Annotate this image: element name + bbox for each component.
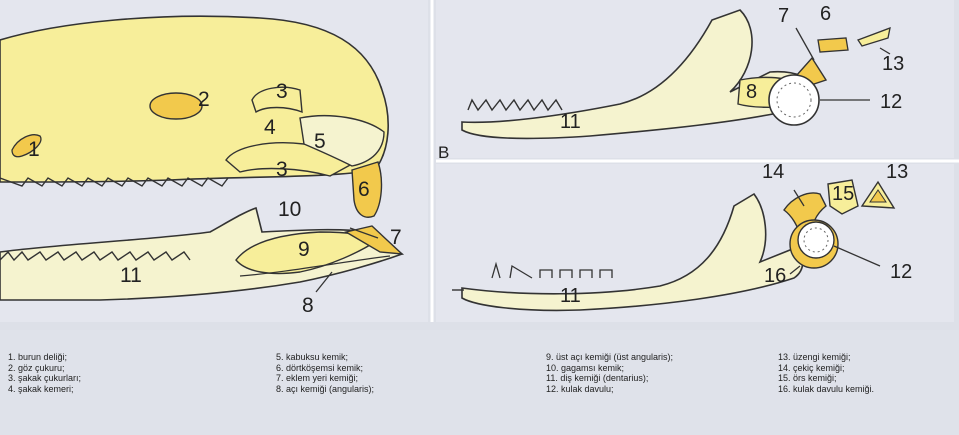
legend-panel: 1. burun deliği; 2. göz çukuru; 3. şakak…	[0, 330, 959, 435]
temporal-opening-upper	[251, 86, 303, 114]
label-b-bottom-13: 13	[886, 161, 908, 183]
label-a-9: 9	[298, 238, 310, 261]
squamosal-shape	[299, 115, 385, 167]
legend-item-11: 11. diş kemiği (dentarius);	[546, 373, 649, 384]
b-bottom-incus	[827, 179, 859, 215]
pointer-16	[789, 265, 801, 275]
b-bottom-eardrum-inner	[803, 227, 829, 253]
angular-suture	[239, 255, 391, 277]
label-b-top-12: 12	[880, 91, 902, 113]
b-top-teeth	[467, 98, 563, 112]
legend-item-8: 8. açı kemiği (angularis);	[276, 383, 375, 394]
label-b-bottom-15: 15	[832, 183, 854, 205]
legend-column-3: 9. üst açı kemiği (üst angularis); 10. g…	[546, 352, 673, 394]
label-a-5: 5	[314, 130, 326, 153]
label-b-top-8: 8	[746, 81, 757, 103]
b-top-quadrate	[817, 37, 849, 53]
label-a-6: 6	[358, 178, 370, 201]
b-bottom-teeth	[491, 261, 613, 279]
label-b-top-7: 7	[778, 5, 789, 27]
label-a-11: 11	[120, 264, 142, 287]
articular-shape	[344, 225, 404, 255]
legend-item-7: 7. eklem yeri kemiği;	[276, 373, 359, 384]
label-b-bottom-14: 14	[762, 161, 784, 183]
quadrate-shape	[351, 161, 383, 218]
label-b-top-11: 11	[560, 111, 581, 133]
legend-item-3: 3. şakak çukurları;	[8, 373, 82, 384]
b-top-stapes	[857, 26, 891, 47]
legend-item-10: 10. gagamsı kemik;	[546, 362, 625, 373]
b-bottom-jaw	[461, 192, 804, 312]
label-a-4: 4	[264, 116, 276, 139]
label-a-1: 1	[28, 138, 40, 161]
b-bottom-eardrum	[797, 221, 835, 259]
legend-item-5: 5. kabuksu kemik;	[276, 352, 349, 362]
legend-item-15: 15. örs kemiği;	[778, 373, 837, 384]
upper-teeth	[0, 177, 229, 187]
label-a-3-upper: 3	[276, 80, 288, 103]
label-b-top-6: 6	[820, 3, 831, 25]
legend-item-9: 9. üst açı kemiği (üst angularis);	[546, 352, 674, 362]
legend-item-13: 13. üzengi kemiği;	[778, 352, 851, 362]
legend-item-4: 4. şakak kemeri;	[8, 383, 74, 394]
legend-item-12: 12. kulak davulu;	[546, 383, 614, 394]
legend-column-2: 5. kabuksu kemik; 6. dörtköşemsi kemik; …	[276, 352, 374, 394]
nostril-shape	[11, 134, 42, 158]
label-a-8: 8	[302, 294, 314, 317]
b-top-eardrum-inner	[776, 82, 812, 118]
label-a-2: 2	[198, 88, 210, 111]
pointer-7-a	[349, 227, 379, 239]
pointer-13-b-top	[879, 47, 891, 55]
pointer-12-b-bottom	[833, 245, 881, 267]
label-b-top-13: 13	[882, 53, 904, 75]
legend-item-6: 6. dörtköşemsi kemik;	[276, 362, 364, 373]
lower-jaw	[0, 206, 404, 301]
legend-column-4: 13. üzengi kemiği; 14. çekiç kemiği; 15.…	[778, 352, 874, 394]
label-a-3-lower: 3	[276, 158, 288, 181]
pointer-7-b	[795, 27, 815, 61]
label-b-bottom-12: 12	[890, 261, 912, 283]
legend-item-14: 14. çekiç kemiği;	[778, 362, 845, 373]
pointer-8-a	[315, 271, 333, 293]
label-a-7: 7	[390, 226, 402, 249]
lower-teeth	[0, 250, 191, 262]
b-bottom-stapes-inner	[869, 189, 887, 203]
section-b-label: B	[438, 143, 449, 162]
legend-item-2: 2. göz çukuru;	[8, 362, 65, 373]
label-a-10: 10	[278, 198, 301, 221]
skull-diagram: 1 2 3 4 5 3 6 10 9 7 11 8 B 7 6 13 8 12 …	[0, 0, 959, 322]
label-b-bottom-11: 11	[560, 285, 581, 307]
legend-item-1: 1. burun deliği;	[8, 352, 68, 362]
label-b-bottom-16: 16	[764, 265, 786, 287]
legend-item-16: 16. kulak davulu kemiği.	[778, 383, 875, 394]
legend-column-1: 1. burun deliği; 2. göz çukuru; 3. şakak…	[8, 352, 81, 394]
b-top-eardrum	[768, 74, 820, 126]
pointer-14	[793, 189, 805, 207]
eye-socket-shape	[149, 92, 203, 120]
